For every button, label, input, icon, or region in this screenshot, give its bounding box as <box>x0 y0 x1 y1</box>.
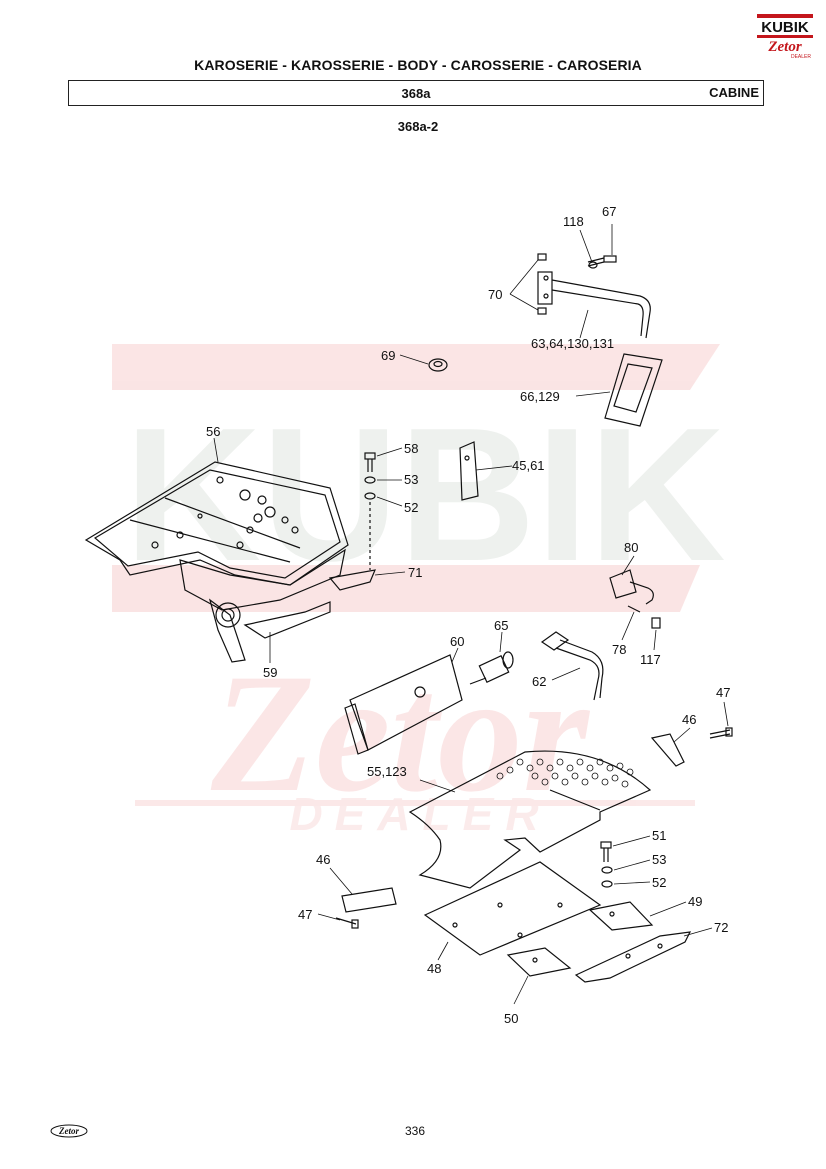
screw-47a <box>709 727 733 739</box>
logo-text-sub: DEALER <box>791 54 811 60</box>
callout-65: 65 <box>494 618 508 633</box>
plate-50 <box>506 947 572 977</box>
grommet-69 <box>428 358 448 372</box>
floor-mat-55-123 <box>408 750 652 889</box>
callout-46b: 46 <box>316 852 330 867</box>
footer-zetor-logo: Zetor <box>50 1124 88 1138</box>
diagram-subcode: 368a-2 <box>397 119 439 134</box>
callout-71: 71 <box>408 565 422 580</box>
callout-53a: 53 <box>404 472 418 487</box>
plate-49 <box>588 901 654 931</box>
bolt-78 <box>627 605 641 613</box>
callout-80: 80 <box>624 540 638 555</box>
logo-text-top: KUBIK <box>761 19 809 36</box>
rail-72 <box>574 931 692 983</box>
watermark-red-band-mid <box>112 565 700 612</box>
callout-56: 56 <box>206 424 220 439</box>
callout-58: 58 <box>404 441 418 456</box>
watermark: KUBIK Zetor DEALER <box>112 344 726 840</box>
bracket-plate-45-61 <box>459 441 479 501</box>
callout-45-61: 45,61 <box>512 458 545 473</box>
nut-117 <box>651 617 661 629</box>
callout-55-123: 55,123 <box>367 764 407 779</box>
motor-65 <box>469 651 514 685</box>
callout-50: 50 <box>504 1011 518 1026</box>
header-box: 368a CABINE <box>68 80 764 106</box>
mat-perforations <box>496 758 634 788</box>
callout-67: 67 <box>602 204 616 219</box>
bolt-67 <box>587 255 617 267</box>
strip-46b <box>341 887 397 913</box>
callout-47a: 47 <box>716 685 730 700</box>
logo-text-brand: Zetor <box>767 39 801 55</box>
callout-51: 51 <box>652 828 666 843</box>
header-section: CABINE <box>709 85 759 100</box>
footer-logo-text: Zetor <box>58 1126 79 1136</box>
floor-panel-56 <box>84 461 349 663</box>
callout-46a: 46 <box>682 712 696 727</box>
callout-117: 117 <box>640 652 661 667</box>
washer-118 <box>588 261 598 269</box>
callout-49: 49 <box>688 894 702 909</box>
watermark-red-band-top <box>112 344 720 390</box>
mirror-arm <box>537 271 651 339</box>
cap-70-bottom <box>537 307 547 315</box>
plate-60 <box>344 654 463 755</box>
callout-72: 72 <box>714 920 728 935</box>
callout-47b: 47 <box>298 907 312 922</box>
callout-52b: 52 <box>652 875 666 890</box>
bracket-hole <box>464 455 470 461</box>
callout-118: 118 <box>563 214 584 229</box>
page-title: KAROSERIE - KAROSSERIE - BODY - CAROSSER… <box>194 57 642 73</box>
callout-69: 69 <box>381 348 395 363</box>
washer-53b <box>601 866 613 874</box>
callout-78: 78 <box>612 642 626 657</box>
plate-59 <box>243 601 331 639</box>
bolt-51 <box>600 841 612 862</box>
cap-70-top <box>537 253 547 261</box>
callout-53b: 53 <box>652 852 666 867</box>
kubik-zetor-logo: KUBIK Zetor DEALER <box>757 14 813 60</box>
callout-63-64-130-131: 63,64,130,131 <box>531 336 614 351</box>
callout-59: 59 <box>263 665 277 680</box>
page-number: 336 <box>404 1124 426 1138</box>
mirror-head <box>604 353 663 427</box>
washer-53a <box>364 476 376 484</box>
callout-70: 70 <box>488 287 502 302</box>
header-code: 368a <box>401 86 431 101</box>
watermark-text-sub: DEALER <box>289 788 550 840</box>
callout-60: 60 <box>450 634 464 649</box>
plate-71 <box>328 569 376 591</box>
strip-46a <box>650 733 685 767</box>
screw-47b <box>335 917 359 929</box>
callout-66-129: 66,129 <box>520 389 560 404</box>
bolt-58 <box>364 452 376 472</box>
watermark-text-main: KUBIK <box>124 389 726 601</box>
washer-52a <box>364 492 376 500</box>
bracket-62 <box>540 631 604 701</box>
callout-52a: 52 <box>404 500 418 515</box>
leader-lines <box>213 224 729 1005</box>
callout-48: 48 <box>427 961 441 976</box>
washer-52b <box>601 880 613 888</box>
callout-62: 62 <box>532 674 546 689</box>
plate-48 <box>423 861 602 956</box>
